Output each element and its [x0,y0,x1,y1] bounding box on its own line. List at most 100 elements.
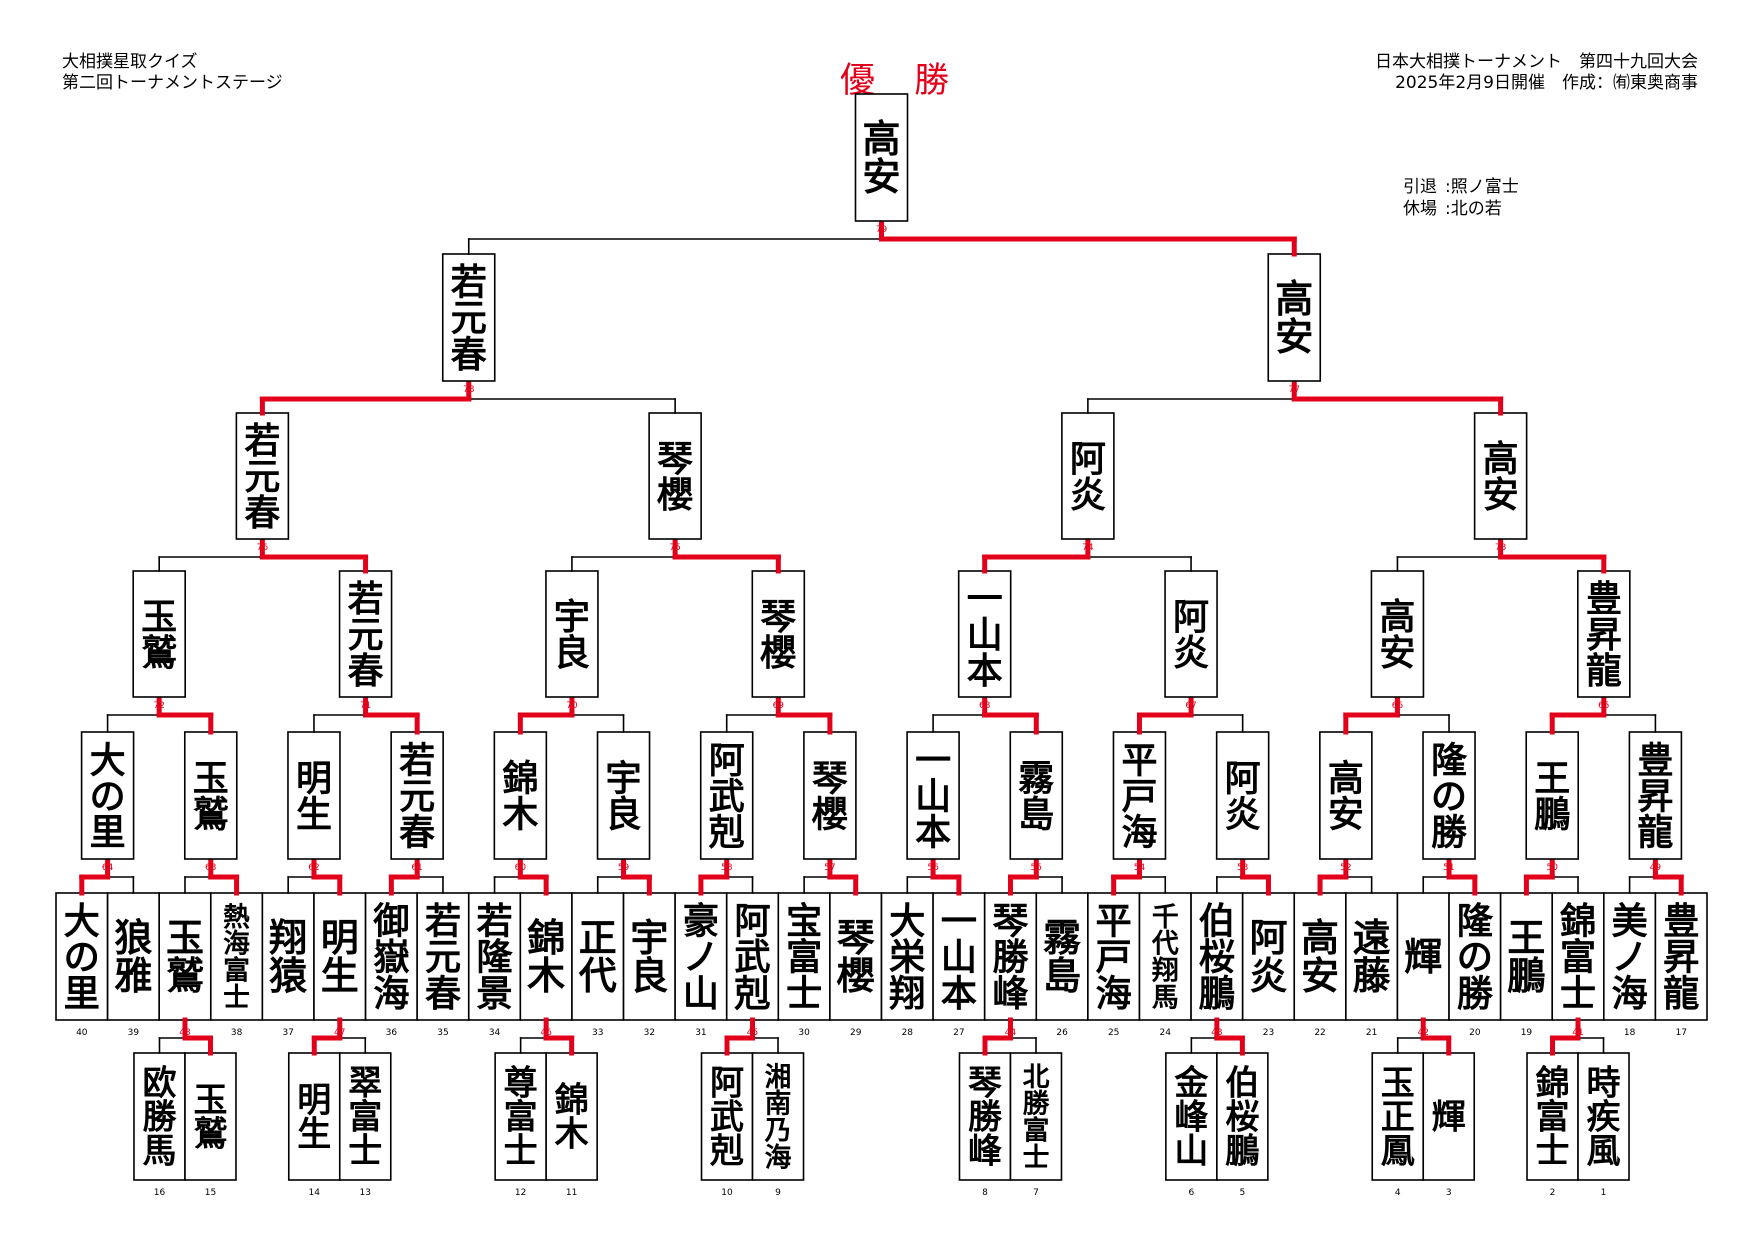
wrestler-name-char: 元 [348,615,384,656]
match-number: 53 [1237,863,1248,873]
seed-number: 37 [282,1028,293,1038]
wrestler-name-char: 宝 [786,899,822,942]
wrestler-name-char: 安 [1275,315,1313,359]
round2-box [1112,731,1167,860]
round4-name: 阿炎 [1070,439,1106,516]
round1-name: 御嶽海 [372,899,410,1015]
wrestler-name-char: 春 [348,651,384,692]
round1-name: 宇良 [630,916,668,998]
match-number: 76 [257,543,269,553]
match-number: 61 [411,863,422,873]
round2-name: 玉鷲 [193,758,229,835]
prelim-name: 阿武剋 [709,1064,744,1172]
absent-label: 休場 [1403,199,1437,219]
wrestler-name-char: ノ [1611,936,1647,979]
wrestler-name-char: 鳳 [1381,1132,1415,1172]
wrestler-name-char: 桜 [1225,1098,1259,1138]
round2-name: 一山本 [915,740,951,853]
wrestler-name-char: 島 [1018,794,1054,835]
match-number: 57 [824,863,835,873]
match-number: 65 [1598,701,1609,711]
wrestler-name-char: 山 [683,972,719,1015]
wrestler-name-char: 景 [476,972,512,1015]
champion-name: 高安 [862,117,900,199]
round3-box [545,570,599,698]
round1-name: 美ノ海 [1611,899,1648,1015]
prelim-name: 玉正鳳 [1381,1064,1415,1172]
match-number: 51 [1443,863,1454,873]
round2-box [1319,731,1373,860]
absent-name: 北の若 [1450,199,1502,219]
match-number: 49 [1650,863,1662,873]
wrestler-name-char: 時 [1587,1064,1621,1104]
wrestler-name-char: 鵬 [1534,794,1570,835]
prelim-name: 琴勝峰 [968,1064,1003,1172]
round1-box [1293,892,1347,1021]
wrestler-name-char: ノ [683,936,719,979]
wrestler-name-char: 櫻 [836,954,875,998]
wrestler-name-char: 島 [1043,954,1081,998]
round1-box [261,892,315,1021]
seed-number: 17 [1675,1028,1686,1038]
wrestler-name-char: 士 [1560,972,1596,1015]
wrestler-name-char: 炎 [1225,794,1261,835]
wrestler-name-char: 正 [579,916,617,960]
round1-name: 若隆景 [476,899,513,1015]
seed-number: 36 [386,1028,398,1038]
round1-box [674,892,728,1021]
wrestler-name-char: 山 [1174,1132,1208,1172]
round1-name: 豊昇龍 [1663,899,1699,1015]
seed-number: 24 [1160,1028,1172,1038]
round4-name: 琴櫻 [656,439,693,516]
seed-number: 14 [309,1188,321,1198]
wrestler-name-char: 里 [64,972,100,1015]
round3-box [1370,570,1425,698]
wrestler-name-char: 士 [348,1132,382,1172]
wrestler-name-char: 木 [527,954,565,998]
wrestler-name-char: 阿 [710,1064,744,1104]
round1-box [1345,892,1399,1021]
wrestler-name-char: 元 [425,936,461,979]
wrestler-name-char: 錦 [527,916,565,960]
wrestler-name-char: 生 [321,954,359,998]
prelim-name: 玉鷲 [193,1081,227,1155]
seed-number: 12 [515,1188,526,1198]
seed-number: 11 [566,1188,577,1198]
wrestler-name-char: 千 [1152,902,1179,933]
round2-box [1525,731,1580,860]
wrestler-name-char: の [64,936,100,979]
match-number: 70 [566,701,578,711]
match-number: 58 [721,863,733,873]
round3-box [1164,570,1218,698]
round1-name: 玉鷲 [166,916,204,998]
wrestler-name-char: 昇 [1663,936,1699,979]
wrestler-name-char: 鵬 [1199,972,1235,1015]
wrestler-name-char: 勝 [1457,972,1494,1015]
round2-name: 若元春 [399,740,435,853]
wrestler-name-char: 龍 [1663,972,1699,1015]
seed-number: 22 [1314,1028,1325,1038]
wrestler-name-char: 豪 [683,899,719,942]
wrestler-name-char: 鷲 [166,954,204,998]
wrestler-name-char: 炎 [1070,475,1106,516]
round1-box [364,892,418,1021]
wrestler-name-char: 剋 [708,812,745,853]
seed-number: 3 [1446,1188,1452,1198]
round4-box [1473,412,1528,540]
wrestler-name-char: 若 [399,740,435,781]
round1-name: 大栄翔 [889,899,926,1015]
seed-number: 7 [1033,1188,1039,1198]
wrestler-name-char: 一 [941,899,977,942]
wrestler-name-char: 宇 [630,916,668,960]
round1-name: 大の里 [64,899,100,1015]
wrestler-name-char: 海 [1611,972,1647,1015]
round2-name: 王鵬 [1534,758,1570,835]
wrestler-name-char: の [90,776,126,817]
round3-box [751,570,806,698]
round1-box [313,892,367,1021]
wrestler-name-char: 山 [967,615,1003,656]
round1-box [467,892,522,1021]
